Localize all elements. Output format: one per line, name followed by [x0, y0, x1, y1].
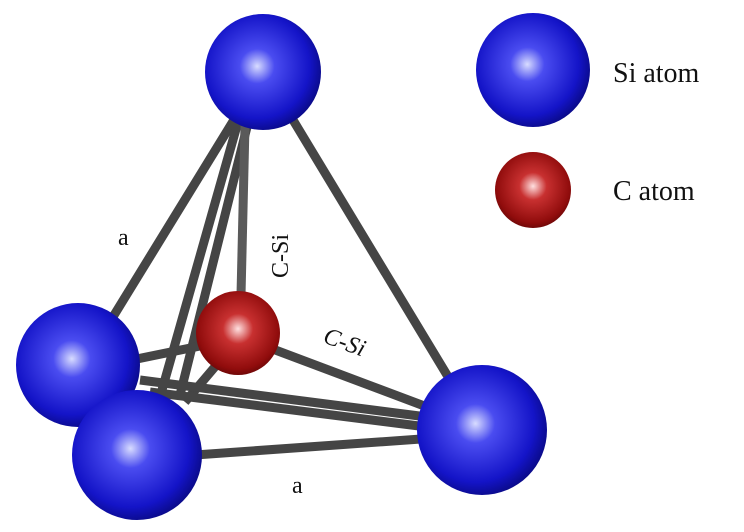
- bond-front-right: [194, 433, 436, 460]
- edge-label-a-bottom: a: [292, 473, 303, 499]
- bond-label-vertical: C-Si: [268, 234, 294, 278]
- bond-top-front: [157, 113, 245, 392]
- legend-si-label: Si atom: [613, 58, 700, 89]
- si-atom-left: [16, 303, 140, 427]
- edge-label-a-left: a: [118, 225, 129, 251]
- bond-top-right: [286, 112, 454, 383]
- bond-left-right-2: [149, 387, 436, 433]
- bond-left-right: [139, 375, 436, 423]
- bond-carbon-right: [268, 343, 437, 415]
- legend-si-icon: [476, 13, 590, 127]
- c-atom-center: [196, 291, 280, 375]
- bond-label-right: C-Si: [320, 323, 369, 362]
- si-atom-right: [417, 365, 547, 495]
- bond-top-carbon: [236, 124, 250, 296]
- si-atom-top: [205, 14, 321, 130]
- bond-top-left: [104, 107, 244, 328]
- legend-c-icon: [495, 152, 571, 228]
- legend-c-label: C atom: [613, 176, 695, 207]
- si-atom-front: [72, 390, 202, 520]
